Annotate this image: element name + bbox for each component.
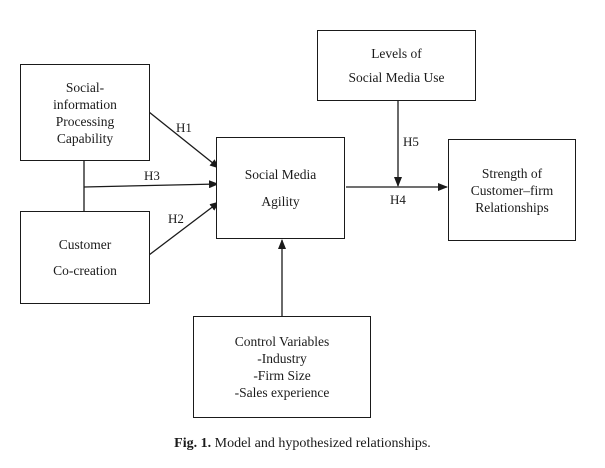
node-line: Strength of: [481, 165, 543, 181]
node-line: Agility: [261, 194, 300, 209]
node-line: Control Variables: [234, 334, 330, 349]
node-line: Customer: [58, 236, 112, 252]
node-line: Levels of: [371, 45, 422, 61]
node-line: -Firm Size: [253, 368, 311, 383]
h1-label: H1: [176, 120, 192, 135]
node-line: Co-creation: [53, 262, 117, 278]
figure-caption: Fig. 1. Model and hypothesized relations…: [0, 436, 605, 452]
social-media-agility-box: Social Media Agility: [216, 137, 345, 239]
node-line: Customer–firm: [470, 182, 554, 198]
control-variables-box: Control Variables -Industry -Firm Size -…: [193, 316, 371, 418]
arrow-h3: [83, 180, 219, 189]
h5-label: H5: [403, 134, 419, 149]
node-line: Social-: [65, 79, 105, 95]
arrow-h1: [148, 111, 220, 169]
caption-label: Fig. 1.: [174, 436, 212, 451]
social-information-processing-box: Social- information Processing Capabilit…: [20, 64, 150, 161]
h3-label: H3: [144, 168, 160, 183]
node-line: Processing: [55, 113, 115, 129]
node-line: information: [53, 96, 117, 112]
h2-label: H2: [168, 211, 184, 226]
node-line: Social Media Use: [348, 69, 445, 85]
arrow-h2: [148, 201, 220, 256]
node-line: Relationships: [475, 199, 549, 215]
levels-of-social-media-use-box: Levels of Social Media Use: [317, 30, 476, 101]
customer-cocreation-box: Customer Co-creation: [20, 211, 150, 304]
node-line: -Sales experience: [234, 385, 330, 400]
node-line: -Industry: [257, 351, 307, 366]
node-line: Capability: [56, 130, 114, 146]
caption-text: Model and hypothesized relationships.: [214, 436, 431, 451]
relationship-strength-box: Strength of Customer–firm Relationships: [448, 139, 576, 241]
h4-label: H4: [390, 192, 406, 207]
node-line: Social Media: [244, 167, 317, 182]
